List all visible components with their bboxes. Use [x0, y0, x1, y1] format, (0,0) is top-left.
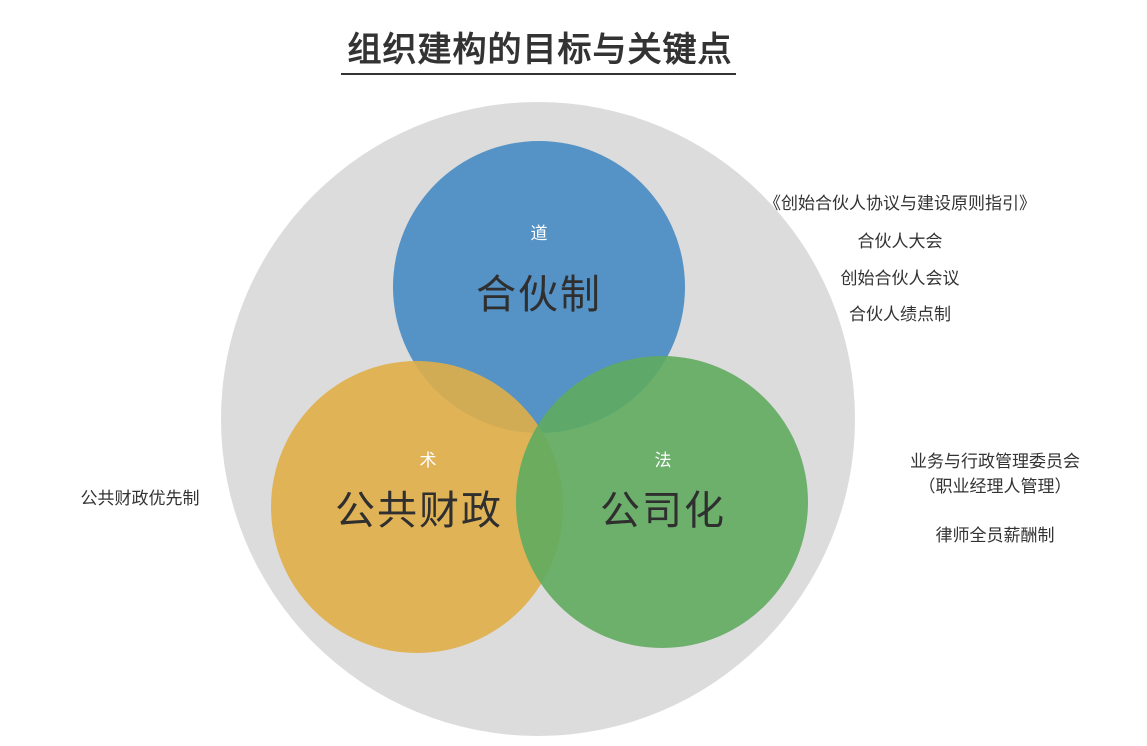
- circle-fa: [516, 356, 808, 648]
- circle-dao: [393, 141, 685, 433]
- shu-note-public-finance: 公共财政优先制: [80, 489, 200, 509]
- shu-sub-label: 术: [419, 451, 437, 471]
- dao-note-agreement: 《创始合伙人协议与建设原则指引》: [764, 194, 1036, 214]
- title-underline: [341, 73, 736, 75]
- shu-main-label: 公共财政: [335, 488, 503, 534]
- diagram-title: 组织建构的目标与关键点: [347, 30, 733, 70]
- dao-note-points-system: 合伙人绩点制: [849, 305, 951, 325]
- dao-main-label: 合伙制: [476, 272, 602, 318]
- dao-note-founder-meeting: 创始合伙人会议: [840, 269, 960, 289]
- dao-note-partner-assembly: 合伙人大会: [857, 232, 943, 252]
- fa-note-salary: 律师全员薪酬制: [935, 526, 1055, 546]
- circle-shu: [271, 361, 563, 653]
- fa-note-manager: （职业经理人管理）: [918, 477, 1072, 497]
- fa-sub-label: 法: [654, 451, 672, 471]
- fa-note-committee: 业务与行政管理委员会: [910, 452, 1080, 472]
- fa-main-label: 公司化: [600, 488, 726, 534]
- dao-sub-label: 道: [530, 224, 548, 244]
